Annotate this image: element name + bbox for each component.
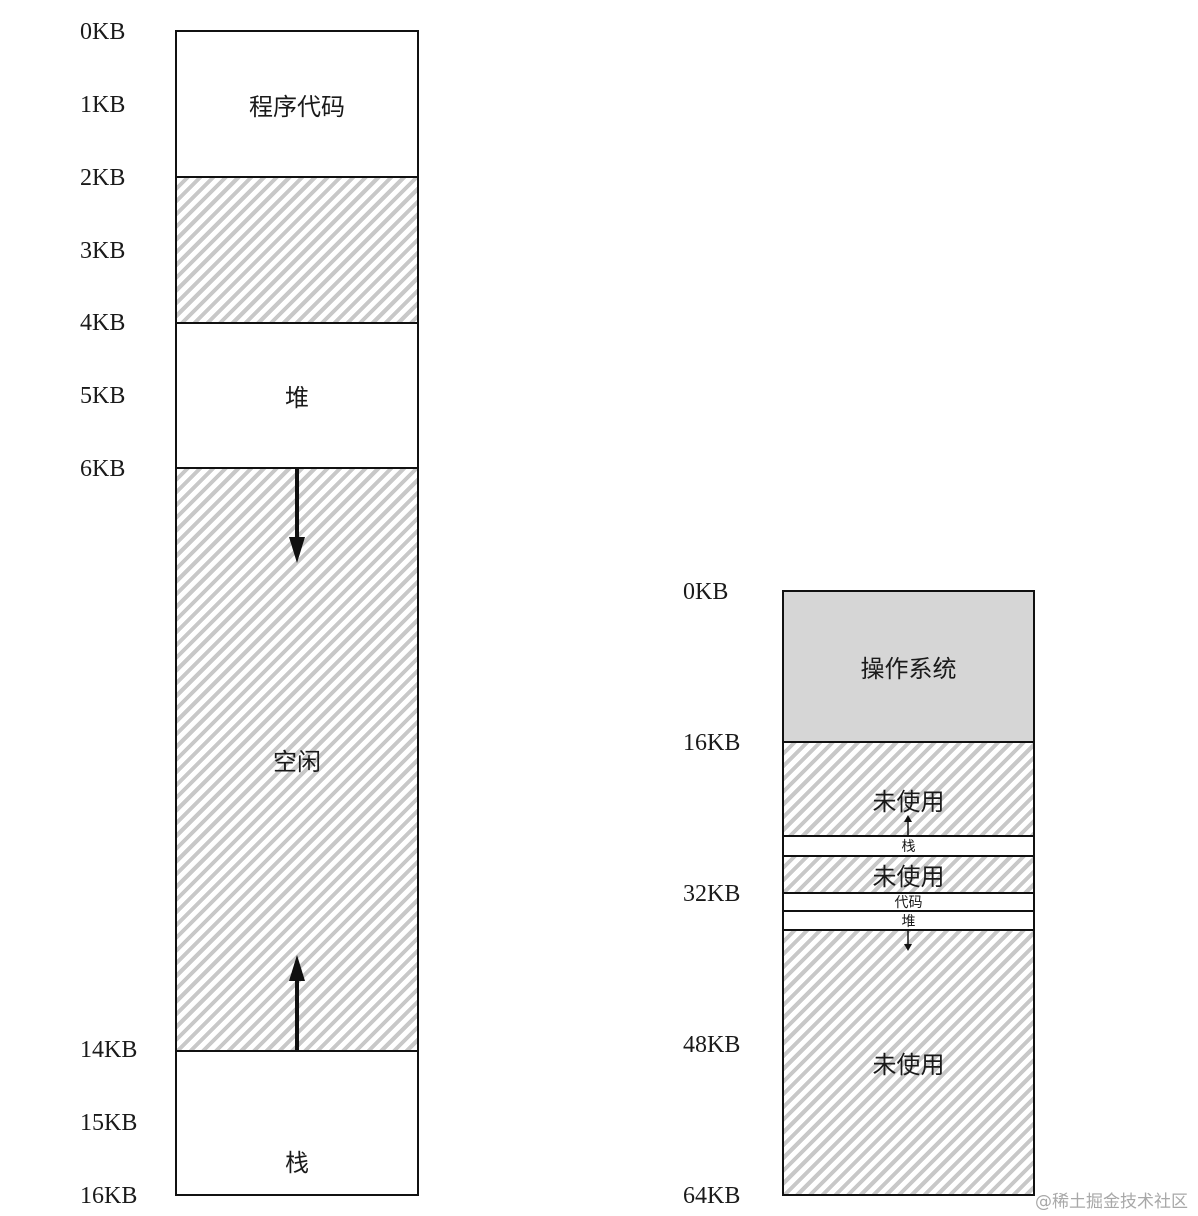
- watermark: @稀土掘金技术社区: [1035, 1192, 1188, 1212]
- tick-label: 14KB: [80, 1037, 138, 1063]
- segment-heap: 堆: [782, 910, 1035, 931]
- segment-code: 代码: [782, 892, 1035, 912]
- segment-label: 代码: [894, 895, 923, 911]
- segment-os: 操作系统: [782, 590, 1035, 743]
- segment-free: 空闲: [175, 467, 419, 1052]
- segment-unused: 未使用: [782, 929, 1035, 1196]
- segment-label: 堆: [285, 384, 309, 412]
- tick-label: 5KB: [80, 383, 126, 409]
- tick-label: 2KB: [80, 165, 126, 191]
- segment-label: 程序代码: [249, 92, 345, 121]
- segment-stack: 栈: [175, 1050, 419, 1196]
- arrow-down-icon: [904, 929, 912, 951]
- segment-heap: 堆: [175, 322, 419, 469]
- tick-label: 1KB: [80, 92, 126, 118]
- segment-label: 栈: [901, 839, 916, 855]
- segment-label: 未使用: [872, 863, 945, 891]
- arrow-up-icon: [289, 955, 305, 1051]
- arrow-up-icon: [904, 815, 912, 837]
- arrow-down-icon: [289, 467, 305, 563]
- tick-label: 48KB: [683, 1032, 741, 1058]
- segment-unused: [175, 176, 419, 324]
- segment-label: 未使用: [872, 1051, 945, 1079]
- tick-label: 16KB: [80, 1183, 138, 1209]
- segment-label: 空闲: [273, 748, 321, 776]
- segment-stack: 栈: [782, 835, 1035, 857]
- tick-label: 6KB: [80, 456, 126, 482]
- segment-label: 栈: [285, 1148, 309, 1177]
- tick-label: 4KB: [80, 310, 126, 336]
- segment-label: 操作系统: [860, 655, 957, 683]
- tick-label: 15KB: [80, 1110, 138, 1136]
- segment-code: 程序代码: [175, 30, 419, 178]
- segment-label: 未使用: [872, 787, 945, 816]
- tick-label: 64KB: [683, 1183, 741, 1209]
- segment-unused: 未使用: [782, 855, 1035, 894]
- tick-label: 32KB: [683, 881, 741, 907]
- tick-label: 0KB: [683, 579, 729, 605]
- tick-label: 3KB: [80, 238, 126, 264]
- segment-label: 堆: [901, 913, 916, 930]
- tick-label: 0KB: [80, 19, 126, 45]
- tick-label: 16KB: [683, 730, 741, 756]
